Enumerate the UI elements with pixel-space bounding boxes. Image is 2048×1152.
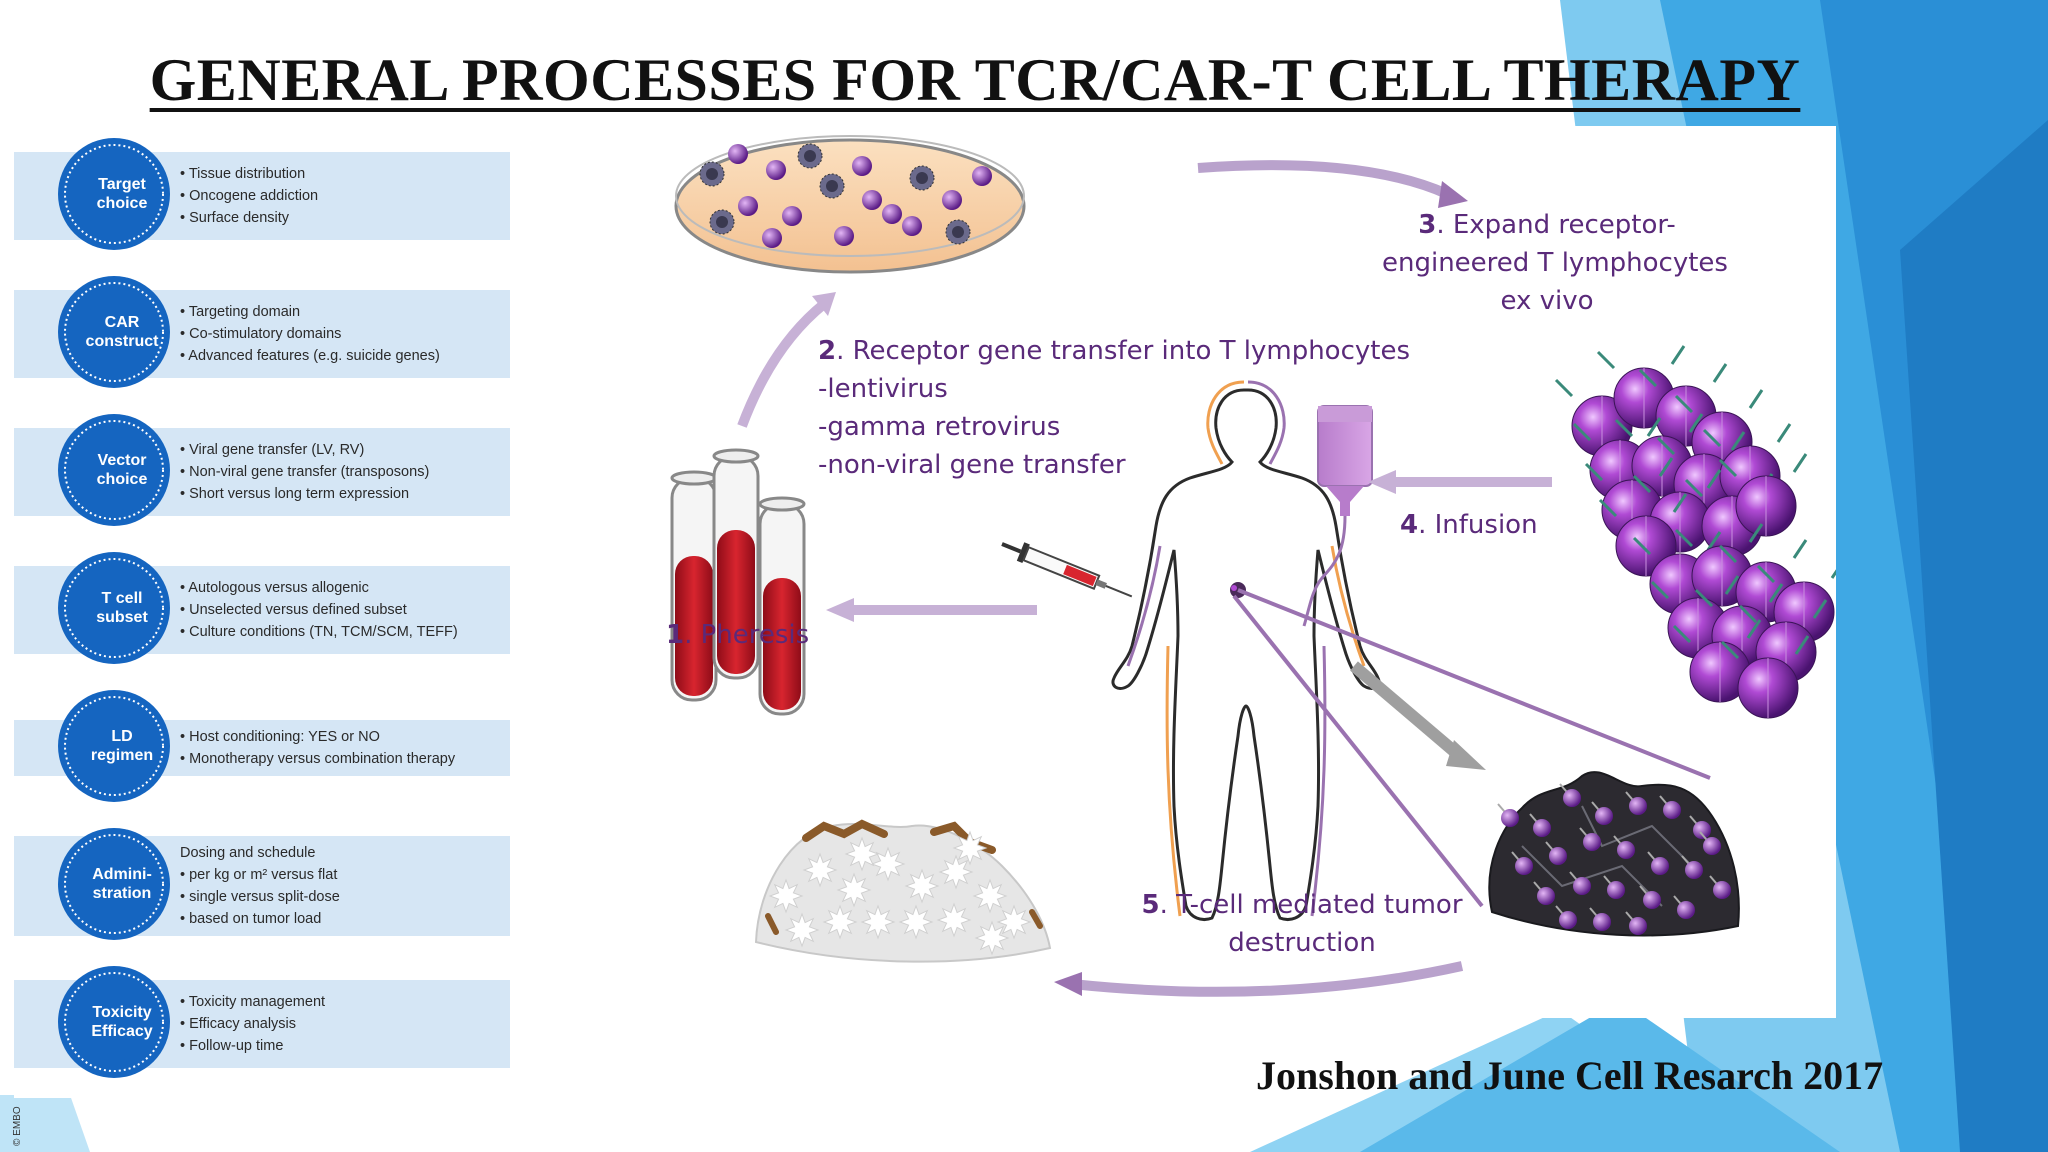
step-title: CAR construct xyxy=(66,313,178,351)
step-title-line: subset xyxy=(96,609,148,626)
step-title-line: Toxicity xyxy=(92,1004,152,1021)
label-tumor-destruction: 5. T-cell mediated tumor destruction xyxy=(1141,890,1463,958)
step-badge-icon xyxy=(58,966,170,1078)
label-pheresis: 1. Pheresis xyxy=(666,620,810,650)
step-description-item: • based on tumor load xyxy=(180,911,322,927)
step-description: Dosing and schedule • per kg or m² versus… xyxy=(180,842,340,930)
label-infusion: 4. Infusion xyxy=(1400,510,1538,540)
step-title-line: regimen xyxy=(90,747,154,764)
destroyed-tumor xyxy=(754,819,1052,963)
step-description-item: • Efficacy analysis xyxy=(180,1016,297,1032)
step-description-item: • Autologous versus allogenic xyxy=(180,580,369,596)
iv-bag xyxy=(1302,405,1373,627)
step-title-line: T cell xyxy=(101,590,143,607)
step-target-choice: • Tissue distribution • Oncogene addictio… xyxy=(14,136,510,274)
step-title-line: construct xyxy=(85,333,159,350)
step-badge-icon xyxy=(58,138,170,250)
diagram-artwork xyxy=(670,135,1836,997)
blood-tubes xyxy=(670,448,806,716)
step-description-item: • Advanced features (e.g. suicide genes) xyxy=(180,348,440,364)
step-description: • Tissue distribution • Oncogene addictio… xyxy=(180,163,318,229)
step-description-item: • Non-viral gene transfer (transposons) xyxy=(180,464,430,480)
step-description-item: • Tissue distribution xyxy=(180,166,306,182)
step-description-item: • Follow-up time xyxy=(180,1038,284,1054)
step-administration: Dosing and schedule • per kg or m² versus… xyxy=(14,826,510,964)
step-description-item: • Culture conditions (TN, TCM/SCM, TEFF) xyxy=(180,624,458,640)
step-title: T cell subset xyxy=(66,589,178,627)
step-description: • Toxicity management • Efficacy analysis… xyxy=(180,991,325,1057)
step-description-item: • Targeting domain xyxy=(180,304,301,320)
step-car-construct: • Targeting domain • Co-stimulatory domai… xyxy=(14,274,510,412)
step-badge-icon xyxy=(58,552,170,664)
process-steps-panel: • Tissue distribution • Oncogene addictio… xyxy=(12,136,510,1146)
step-title-line: Vector xyxy=(97,452,147,469)
step-title-line: Admini- xyxy=(92,866,152,883)
step-title-line: CAR xyxy=(104,314,140,331)
step-title: Target choice xyxy=(66,175,178,213)
petri-dish xyxy=(674,135,1026,274)
step-t-cell-subset: • Autologous versus allogenic • Unselecte… xyxy=(14,550,510,688)
step-title: LD regimen xyxy=(66,727,178,765)
step-title-line: LD xyxy=(111,728,133,745)
step-description: • Host conditioning: YES or NO • Monother… xyxy=(180,726,455,770)
step-description-item: • Co-stimulatory domains xyxy=(180,326,342,342)
step-description-item: • Unselected versus defined subset xyxy=(180,602,407,618)
step-title-line: Target xyxy=(98,176,146,193)
syringe xyxy=(1001,542,1133,598)
step-description-item: • Monotherapy versus combination therapy xyxy=(180,751,456,767)
step-ld-regimen: • Host conditioning: YES or NO • Monother… xyxy=(14,688,510,826)
step-description-item: • Surface density xyxy=(180,210,290,226)
tumor xyxy=(1488,771,1740,937)
citation: Jonshon and June Cell Resarch 2017 xyxy=(1256,1053,1884,1098)
step-description-item: • Short versus long term expression xyxy=(180,486,410,502)
step-title-line: choice xyxy=(96,471,148,488)
step-toxicity-efficacy: • Toxicity management • Efficacy analysis… xyxy=(14,964,510,1102)
step-title: Vector choice xyxy=(66,451,178,489)
copyright-text: © EMBO xyxy=(12,1106,23,1146)
expanded-t-cells xyxy=(1554,345,1836,719)
step-description-item: • Oncogene addiction xyxy=(180,188,319,204)
step-badge-icon xyxy=(58,276,170,388)
step-title-line: choice xyxy=(96,195,148,212)
step-badge-icon xyxy=(58,690,170,802)
label-expand: 3. Expand receptor- engineered T lymphoc… xyxy=(1382,210,1728,316)
step-description-item: • Host conditioning: YES or NO xyxy=(180,729,380,745)
step-description: • Viral gene transfer (LV, RV) • Non-vira… xyxy=(180,439,429,505)
step-title-line: stration xyxy=(92,885,152,902)
step-title: Admini-stration xyxy=(66,865,178,903)
page-title: GENERAL PROCESSES FOR TCR/CAR-T CELL THE… xyxy=(149,47,1801,113)
step-description-item: • Toxicity management xyxy=(180,994,326,1010)
label-gene-transfer: 2. Receptor gene transfer into T lymphoc… xyxy=(818,336,1411,480)
step-description-item: • per kg or m² versus flat xyxy=(180,867,338,883)
therapy-cycle-diagram: 1. Pheresis 2. Receptor gene transfer in… xyxy=(562,126,1836,1018)
patient-body xyxy=(1111,380,1381,921)
step-badge-icon xyxy=(58,414,170,526)
step-description-item: • Viral gene transfer (LV, RV) xyxy=(180,442,365,458)
step-vector-choice: • Viral gene transfer (LV, RV) • Non-vira… xyxy=(14,412,510,550)
step-description: • Targeting domain • Co-stimulatory domai… xyxy=(180,301,440,367)
step-description: • Autologous versus allogenic • Unselecte… xyxy=(180,577,458,643)
step-description-item: • single versus split-dose xyxy=(180,889,340,905)
step-description-item: Dosing and schedule xyxy=(180,845,316,861)
step-title-line: Efficacy xyxy=(91,1023,153,1040)
step-badge-icon xyxy=(58,828,170,940)
